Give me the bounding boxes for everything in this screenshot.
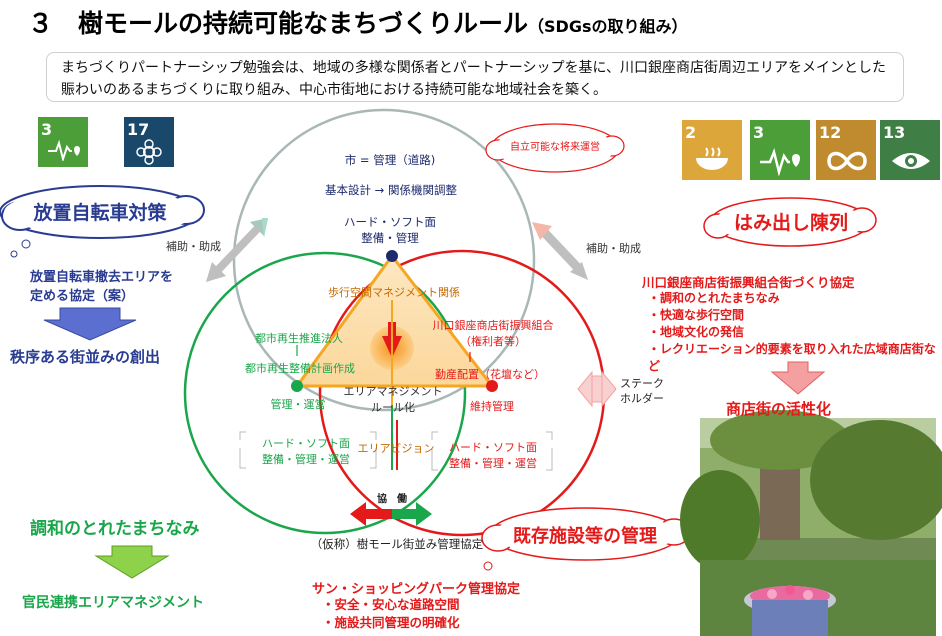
hard-soft-top: ハード・ソフト面 整備・管理 — [344, 215, 436, 245]
node-city — [386, 250, 398, 262]
title-paren: （SDGsの取り組み） — [528, 17, 688, 36]
bottom-list: ・安全・安心な道路空間 ・施設共同管理の明確化 — [322, 596, 460, 632]
admin-circle — [232, 108, 536, 412]
infinity-icon — [827, 151, 867, 171]
sdg-num: 12 — [819, 123, 842, 142]
management-triangle — [294, 253, 496, 388]
cooperation-arrows — [350, 502, 432, 526]
placement-label: 勤産配置（花壇など） — [435, 368, 545, 381]
coop-label: 協 働 — [377, 494, 407, 505]
sdg-num: 3 — [753, 123, 765, 142]
green-title: 調和のとれたまちなみ — [30, 519, 200, 539]
left-bracket — [239, 431, 377, 469]
sdg-3-right: 3 — [750, 120, 810, 180]
hs-left-label: ハード・ソフト面 整備・管理・運営 — [262, 437, 350, 466]
cloud-bicycle-label: 放置自転車対策 — [33, 202, 167, 224]
area-rule-label: エリアマネジメント ルール化 — [343, 385, 443, 414]
right-bracket — [431, 431, 553, 471]
left-agreement: 放置自転車撤去エリアを 定める協定（案） — [30, 270, 174, 304]
node-green — [291, 380, 303, 392]
left-support-label: 補助・助成 — [166, 240, 221, 253]
manage-ops-label: 管理・運営 — [270, 398, 326, 411]
right-agreement-list: ・調和のとれたまちなみ ・快適な歩行空間 ・地域文化の発信 ・レクリエーション的… — [648, 290, 940, 375]
street-photo — [680, 410, 942, 636]
list-item: ・安全・安心な道路空間 — [322, 597, 460, 612]
eye-icon — [892, 153, 930, 169]
shop-union-label: 川口銀座商店街振興組合 （権利者等） — [432, 319, 554, 348]
right-support-label: 補助・助成 — [586, 242, 641, 255]
heartbeat-icon — [760, 147, 800, 176]
cloud-display-label: はみ出し陳列 — [733, 212, 848, 234]
right-support-arrow — [532, 222, 588, 280]
urban-plan-label: 都市再生整備計画作成 — [245, 362, 355, 375]
sdg-2: 2 — [682, 120, 742, 180]
bottom-title: サン・ショッピングパーク管理協定 — [312, 582, 521, 597]
node-red — [486, 380, 498, 392]
list-item: ・調和のとれたまちなみ — [648, 291, 780, 305]
intro-box: まちづくりパートナーシップ勉強会は、地域の多様な関係者とパートナーシップを基に、… — [46, 52, 904, 102]
heartbeat-icon — [48, 139, 80, 161]
city-label: 市 = 管理（道路) — [344, 153, 436, 167]
maintain-label: 維持管理 — [470, 400, 514, 413]
right-down-arrow — [770, 361, 826, 395]
flower-icon — [136, 139, 162, 165]
hs-right-label: ハード・ソフト面 整備・管理・運営 — [449, 441, 537, 470]
list-item: ・施設共同管理の明確化 — [322, 615, 460, 630]
sdg-num: 2 — [685, 123, 697, 142]
list-item: ・快適な歩行空間 — [648, 308, 745, 322]
cloud-future — [485, 123, 625, 173]
cloud-bicycle — [0, 185, 205, 258]
sdg-num: 13 — [883, 123, 906, 142]
green-down-arrow — [94, 545, 170, 579]
sdg-num: 17 — [127, 120, 150, 139]
sdg-17-left: 17 — [124, 117, 174, 167]
list-item: ・レクリエーション的要素を取り入れた広域商店街など — [648, 342, 936, 373]
sdg-12: 12 — [816, 120, 876, 180]
design-label: 基本設計 → 関係機関調整 — [325, 183, 457, 197]
right-agreement-title: 川口銀座商店街振興組合街づくり協定 — [642, 275, 855, 290]
page-title: ３ 樹モールの持続可能なまちづくりルール（SDGsの取り組み） — [28, 4, 687, 40]
left-support-arrow — [206, 218, 268, 282]
stakeholder-label: ステーク ホルダー — [620, 377, 664, 405]
sdg-3-left: 3 — [38, 117, 88, 167]
cloud-display — [703, 197, 877, 247]
sdg-num: 3 — [41, 120, 53, 139]
left-result: 秩序ある街並みの創出 — [10, 348, 161, 366]
walk-mgmt-label: 歩行空間マネジメント関係 — [328, 286, 460, 299]
area-vision-label: エリアビジョン — [357, 442, 435, 455]
right-result: 商店街の活性化 — [726, 400, 832, 418]
cloud-facility — [481, 507, 691, 571]
green-circle — [183, 251, 467, 535]
urban-corp-label: 都市再生推進法人 — [255, 332, 343, 345]
list-item: ・地域文化の発信 — [648, 325, 745, 339]
cloud-future-label: 自立可能な将来運営 — [510, 142, 600, 153]
title-main: ３ 樹モールの持続可能なまちづくりルール — [28, 9, 529, 38]
sdg-13: 13 — [880, 120, 940, 180]
center-agreement: （仮称）樹モール街並み管理協定 — [310, 537, 484, 551]
green-result: 官民連携エリアマネジメント — [22, 595, 204, 611]
stakeholder-arrow — [577, 370, 617, 408]
cloud-facility-label: 既存施設等の管理 — [513, 526, 657, 547]
bowl-icon — [696, 147, 728, 170]
left-down-arrow — [43, 307, 137, 341]
